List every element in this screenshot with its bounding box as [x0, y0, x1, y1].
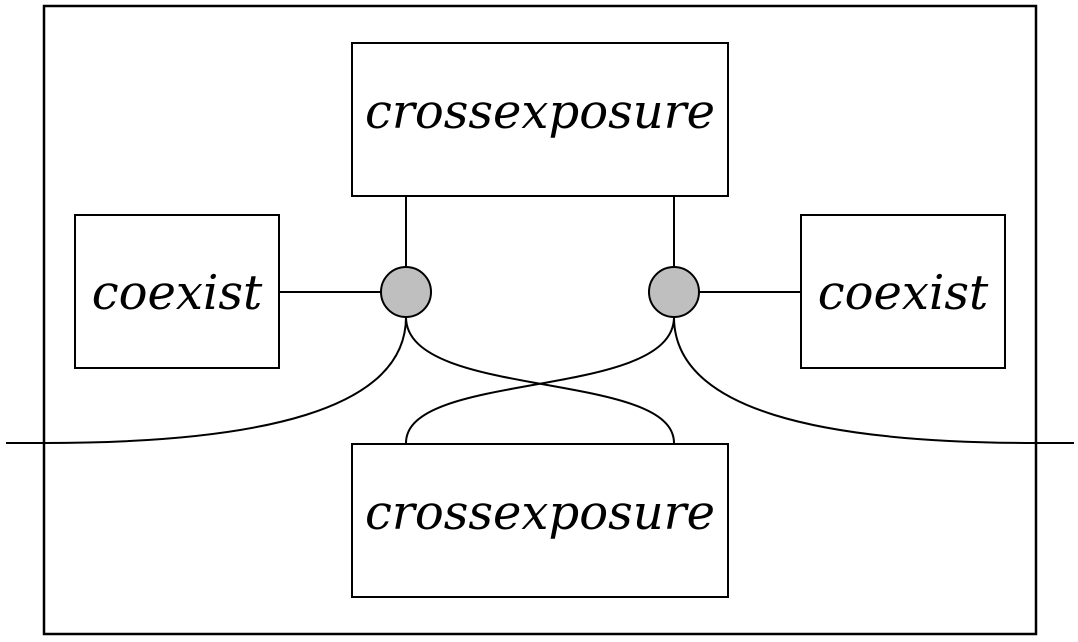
box-left-label: coexist	[92, 265, 263, 321]
box-left-frame	[74, 214, 280, 369]
wire-right-node-to-frame	[673, 316, 1037, 444]
wire-left-node-to-bottom-box	[405, 316, 675, 444]
box-right: coexist	[800, 214, 1006, 369]
box-bottom: crossexposure	[351, 443, 729, 598]
node-left	[380, 266, 432, 318]
box-right-frame	[800, 214, 1006, 369]
outer-frame	[42, 4, 1038, 636]
wires	[6, 196, 1074, 444]
box-top: crossexposure	[351, 42, 729, 197]
box-top-label: crossexposure	[365, 84, 715, 140]
node-right	[648, 266, 700, 318]
box-top-frame	[351, 42, 729, 197]
box-left: coexist	[74, 214, 280, 369]
wire-left-node-to-frame	[43, 316, 407, 444]
box-right-label: coexist	[818, 265, 989, 321]
wire-right-node-to-bottom-box	[405, 316, 675, 444]
box-bottom-frame	[351, 443, 729, 598]
box-bottom-label: crossexposure	[365, 485, 715, 541]
